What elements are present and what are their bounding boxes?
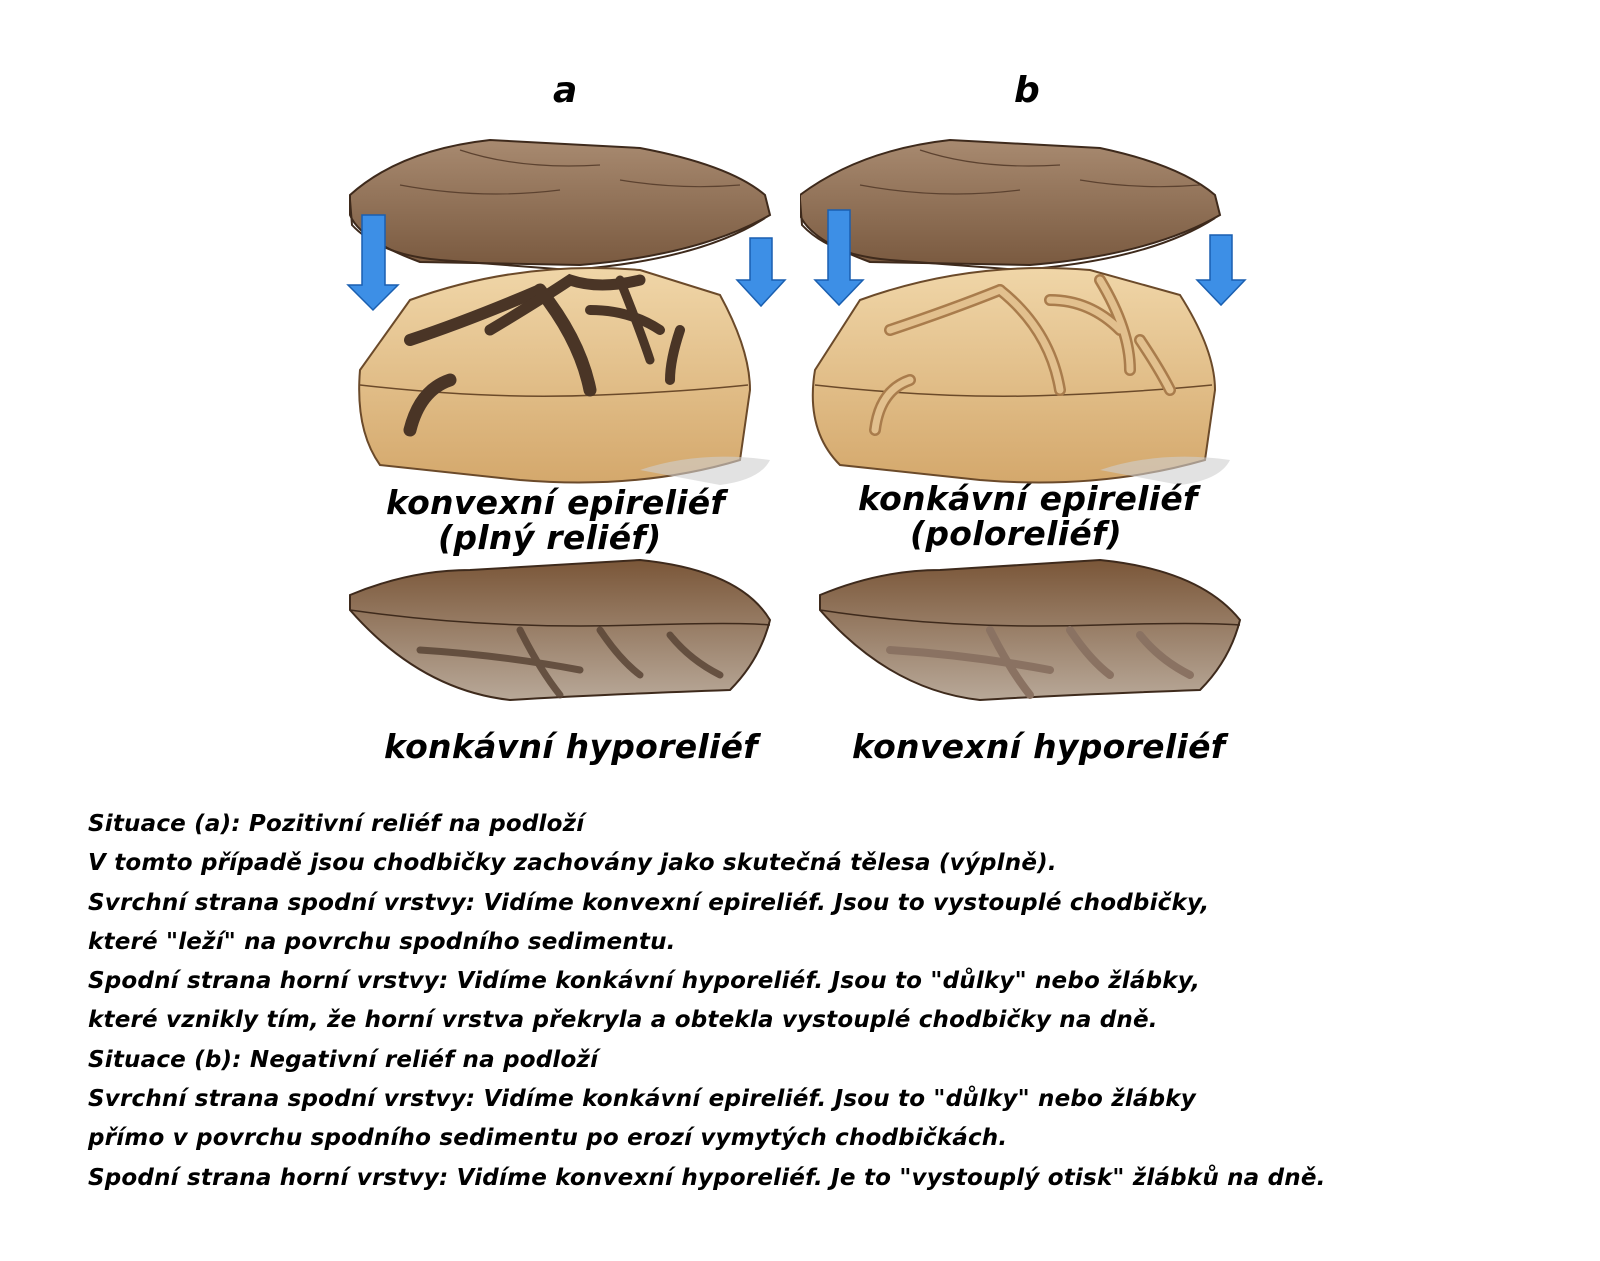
description-line: Situace (a): Pozitivní reliéf na podloží	[88, 811, 585, 837]
panel-a-label: a	[553, 70, 578, 111]
panel-b-illustration	[800, 138, 1247, 702]
panel-b-label: b	[1014, 70, 1040, 111]
description-line: Spodní strana horní vrstvy: Vidíme konve…	[88, 1164, 1326, 1191]
upper-layer-underside	[819, 558, 1242, 702]
down-arrow-left-icon	[813, 209, 865, 307]
caption-line: konkávní epireliéf	[858, 479, 1198, 518]
burrow-grooves	[869, 274, 1176, 436]
upper-layer-slab	[349, 138, 772, 272]
panel-b-lower-caption: konvexní hyporeliéf	[852, 727, 1226, 766]
description-line: Svrchní strana spodní vrstvy: Vidíme kon…	[88, 889, 1210, 916]
description-line: V tomto případě jsou chodbičky zachovány…	[88, 850, 1057, 877]
down-arrow-left-icon	[346, 214, 400, 312]
description-line: Spodní strana horní vrstvy: Vidíme konká…	[88, 968, 1201, 995]
down-arrow-right-icon	[1195, 234, 1247, 307]
upper-layer-slab	[800, 138, 1222, 272]
caption-line: (poloreliéf)	[910, 513, 1123, 553]
description-line: přímo v povrchu spodního sedimentu po er…	[88, 1125, 1008, 1152]
description-line: Situace (b): Negativní reliéf na podloží	[88, 1046, 599, 1073]
panel-b-upper-caption: konkávní epireliéf (poloreliéf)	[858, 479, 1198, 553]
caption-line: (plný reliéf)	[438, 517, 662, 557]
description-text: Situace (a): Pozitivní reliéf na podloží…	[88, 805, 1568, 1198]
description-line: které vznikly tím, že horní vrstva překr…	[88, 1007, 1158, 1034]
panel-a-upper-caption: konvexní epireliéf (plný reliéf)	[386, 483, 726, 557]
down-arrow-right-icon	[735, 237, 787, 308]
caption-line: konvexní epireliéf	[386, 483, 726, 522]
burrow-fills	[403, 273, 685, 437]
panel-a-lower-caption: konkávní hyporeliéf	[384, 727, 758, 766]
description-line: které "leží" na povrchu spodního sedimen…	[88, 928, 676, 955]
upper-layer-underside	[349, 558, 772, 702]
lower-layer-block	[358, 267, 770, 485]
panel-a-illustration	[346, 138, 787, 702]
description-line: Svrchní strana spodní vrstvy: Vidíme kon…	[88, 1086, 1196, 1113]
